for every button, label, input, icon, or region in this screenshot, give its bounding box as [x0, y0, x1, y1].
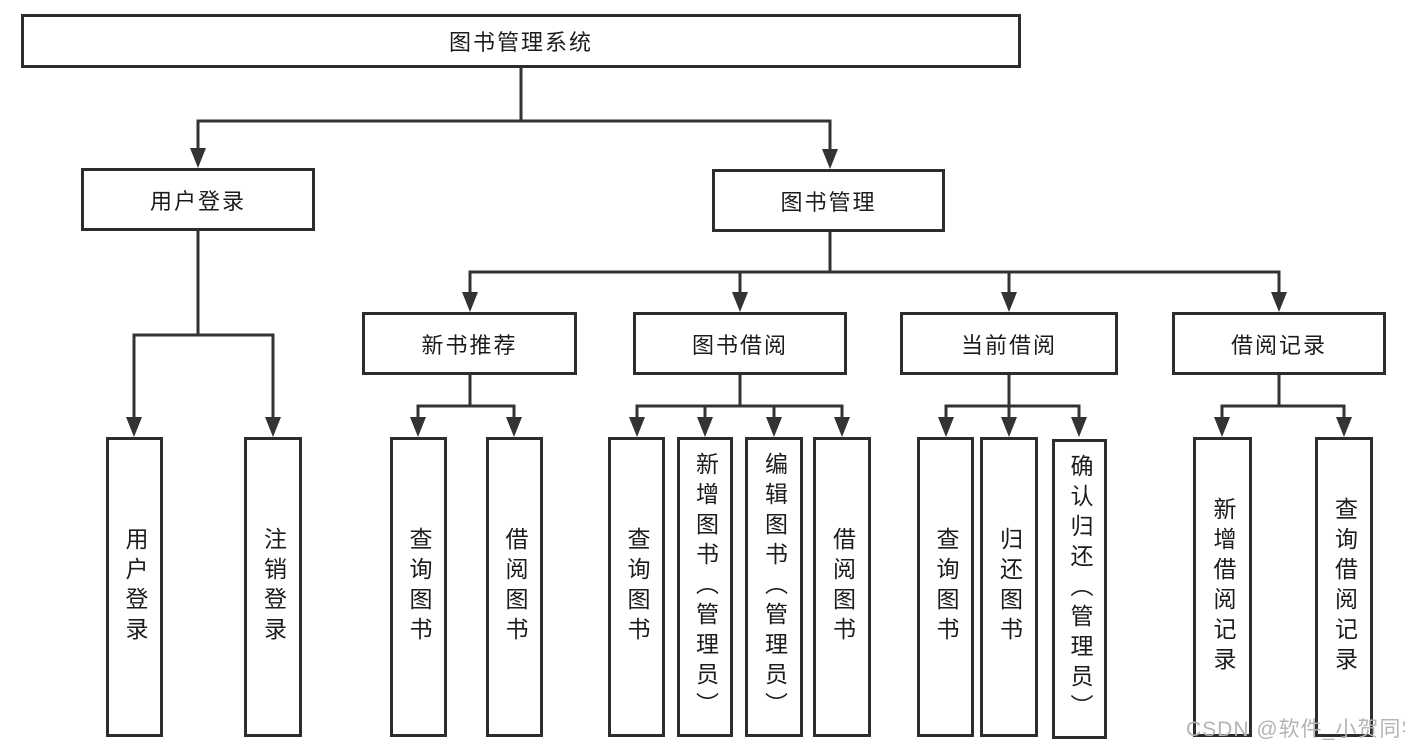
node-label: 新增图书（管理员）	[692, 452, 719, 722]
node-label: 确认归还（管理员）	[1067, 454, 1093, 724]
leaf-current-confirm-return-admin: 确认归还（管理员）	[1052, 439, 1107, 739]
leaf-current-query-books: 查询图书	[917, 437, 974, 737]
node-borrowing-records: 借阅记录	[1172, 312, 1386, 375]
node-book-management-module: 图书管理	[712, 169, 945, 232]
node-new-book-recommend: 新书推荐	[362, 312, 577, 375]
leaf-newbook-query-books: 查询图书	[390, 437, 447, 737]
node-label: 用户登录	[122, 527, 148, 647]
connector	[468, 270, 1281, 298]
leaf-user-login: 用户登录	[106, 437, 163, 737]
connector	[944, 404, 1081, 423]
node-label: 编辑图书（管理员）	[761, 452, 788, 722]
leaf-borrow-borrow-books: 借阅图书	[813, 437, 871, 737]
connector	[416, 404, 516, 423]
node-label: 查询图书	[933, 527, 959, 647]
connector	[196, 119, 832, 154]
leaf-borrow-query-books: 查询图书	[608, 437, 665, 737]
node-label: 查询图书	[624, 527, 650, 647]
node-label: 借阅记录	[1230, 332, 1327, 358]
leaf-records-add-record: 新增借阅记录	[1193, 437, 1252, 737]
node-label: 借阅图书	[502, 527, 528, 647]
connector	[703, 406, 776, 423]
node-user-login-module: 用户登录	[81, 168, 315, 231]
node-label: 新书推荐	[421, 332, 518, 358]
connector	[132, 333, 275, 423]
connector	[738, 272, 1011, 298]
leaf-records-query-record: 查询借阅记录	[1315, 437, 1373, 737]
node-current-borrowing: 当前借阅	[900, 312, 1118, 375]
node-label: 新增借阅记录	[1210, 497, 1236, 677]
leaf-borrow-add-books-admin: 新增图书（管理员）	[677, 437, 733, 737]
node-label: 图书管理系统	[448, 30, 593, 55]
leaf-borrow-edit-books-admin: 编辑图书（管理员）	[745, 437, 803, 737]
node-root-system: 图书管理系统	[21, 14, 1021, 68]
node-label: 图书借阅	[691, 332, 788, 358]
connector	[635, 404, 844, 423]
node-label: 用户登录	[149, 188, 246, 214]
node-label: 注销登录	[260, 527, 287, 647]
node-label: 归还图书	[996, 527, 1023, 647]
leaf-current-return-books: 归还图书	[980, 437, 1038, 737]
node-label: 图书管理	[780, 189, 877, 215]
node-book-borrowing: 图书借阅	[633, 312, 847, 375]
connector	[1220, 404, 1346, 423]
node-label: 查询图书	[406, 527, 432, 647]
csdn-watermark: CSDN @软件_小贺同学	[1186, 718, 1405, 741]
node-label: 查询借阅记录	[1331, 497, 1358, 677]
leaf-newbook-borrow-books: 借阅图书	[486, 437, 543, 737]
arrowhead-icons	[126, 148, 1352, 437]
node-label: 当前借阅	[960, 332, 1057, 358]
node-label: 借阅图书	[829, 527, 856, 647]
leaf-logout: 注销登录	[244, 437, 302, 737]
